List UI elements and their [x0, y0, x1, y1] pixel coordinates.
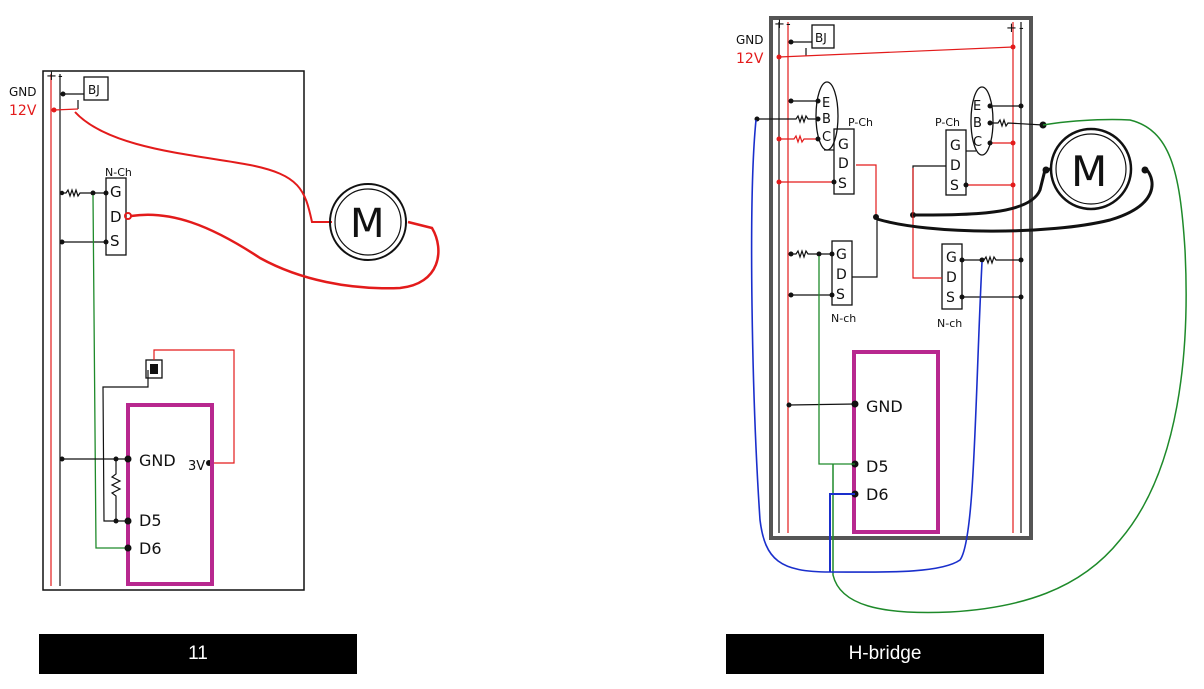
right-plus-sign-right: +	[1006, 21, 1017, 36]
right-pch-mosfet-left	[833, 128, 855, 195]
right-pch-left-d: D	[838, 156, 849, 172]
right-bjt-right	[970, 86, 994, 156]
right-bjt-left-e: E	[822, 96, 830, 111]
left-motor	[329, 183, 407, 261]
right-bjt-left-b: B	[822, 112, 831, 127]
left-breadboard-outline	[42, 70, 305, 591]
right-minus-sign-right: -	[1019, 21, 1024, 36]
left-gate-wire	[92, 194, 128, 549]
left-pin-d: D	[110, 208, 122, 226]
right-bjt-right-e: E	[973, 99, 981, 114]
right-pch-right-s: S	[950, 178, 959, 194]
right-nch-mosfet-left	[831, 240, 853, 306]
right-nch-right-d: D	[946, 270, 957, 286]
right-gnd-label: GND	[736, 33, 764, 47]
right-left-base-resistor	[757, 114, 818, 124]
right-plus-sign-left: +	[774, 17, 785, 32]
right-microcontroller-board	[852, 350, 940, 534]
right-board-d6: D6	[866, 485, 889, 504]
right-circuit: + - + - GND 12V BJ E B C P-Ch G D S	[736, 16, 1187, 614]
right-nch-left-s: S	[836, 287, 845, 303]
right-motor-label: M	[1071, 147, 1107, 196]
left-pin-g: G	[110, 183, 122, 201]
left-bj-label: BJ	[88, 83, 100, 97]
right-breadboard-outline	[769, 16, 1033, 540]
right-nch-mosfet-right	[941, 243, 963, 310]
right-pch-right-g: G	[950, 138, 961, 154]
left-board-3v: 3V	[188, 459, 205, 474]
right-supply-wire	[778, 46, 1014, 58]
right-bjt-left-c: C	[822, 130, 831, 145]
right-minus-sign-left: -	[786, 17, 791, 32]
left-board-d6: D6	[139, 539, 162, 558]
left-barrel-jack	[83, 76, 109, 101]
left-circuit: + - GND 12V BJ N-Ch G D S M	[9, 69, 440, 591]
right-right-gate-resistor	[962, 255, 1021, 265]
left-microcontroller-board	[126, 403, 214, 586]
right-barrel-jack	[811, 24, 835, 49]
right-pch-right-label: P-Ch	[935, 116, 960, 129]
left-gate-resistor	[62, 188, 106, 198]
left-gnd-label: GND	[9, 85, 37, 99]
right-bjt-right-b: B	[973, 116, 982, 131]
right-motor-wire-b	[876, 169, 1154, 233]
right-pch-mosfet-right	[945, 129, 967, 196]
left-board-d5: D5	[139, 511, 162, 530]
right-pch-right-d: D	[950, 158, 961, 174]
right-right-base-resistor	[990, 118, 1044, 128]
right-green-bjt-wire	[832, 118, 1187, 614]
left-pulldown-resistor	[110, 459, 122, 521]
right-motor-wire-a	[912, 167, 1052, 217]
left-plus-sign: +	[46, 69, 57, 84]
right-pch-left-g: G	[838, 137, 849, 153]
right-blue-d6-wire	[829, 493, 855, 572]
caption-left: 11	[39, 634, 357, 674]
right-nch-left-d: D	[836, 267, 847, 283]
right-left-collector-resistor	[779, 134, 818, 144]
right-board-d5: D5	[866, 457, 889, 476]
left-nch-label: N-Ch	[105, 166, 132, 179]
caption-right: H-bridge	[726, 634, 1044, 674]
right-board-gnd: GND	[866, 397, 903, 416]
left-supply-wire	[53, 108, 79, 111]
right-gnd-wire	[788, 403, 856, 406]
right-pch-left-s: S	[838, 176, 847, 192]
right-green-gate-wire	[818, 256, 855, 465]
right-nch-right-g: G	[946, 250, 957, 266]
right-nch-left-g: G	[836, 247, 847, 263]
left-3v-wire	[153, 349, 235, 464]
left-12v-label: 12V	[9, 103, 37, 119]
left-motor-label: M	[350, 201, 385, 247]
left-pin-s: S	[110, 232, 120, 250]
left-minus-sign: -	[58, 69, 63, 84]
right-12v-label: 12V	[736, 51, 764, 67]
right-nch-left-label: N-ch	[831, 312, 856, 325]
left-motor-drain-wire	[130, 213, 440, 290]
right-left-gate-resistor	[791, 249, 832, 259]
right-bj-label: BJ	[815, 31, 827, 45]
right-nch-right-s: S	[946, 290, 955, 306]
right-nch-right-label: N-ch	[937, 317, 962, 330]
left-motor-supply-wire	[74, 111, 332, 223]
left-board-gnd: GND	[139, 451, 176, 470]
right-blue-gate-wire	[750, 119, 983, 573]
left-button-wire	[102, 370, 149, 522]
right-bjt-right-c: C	[973, 135, 982, 150]
right-pch-left-label: P-Ch	[848, 116, 873, 129]
